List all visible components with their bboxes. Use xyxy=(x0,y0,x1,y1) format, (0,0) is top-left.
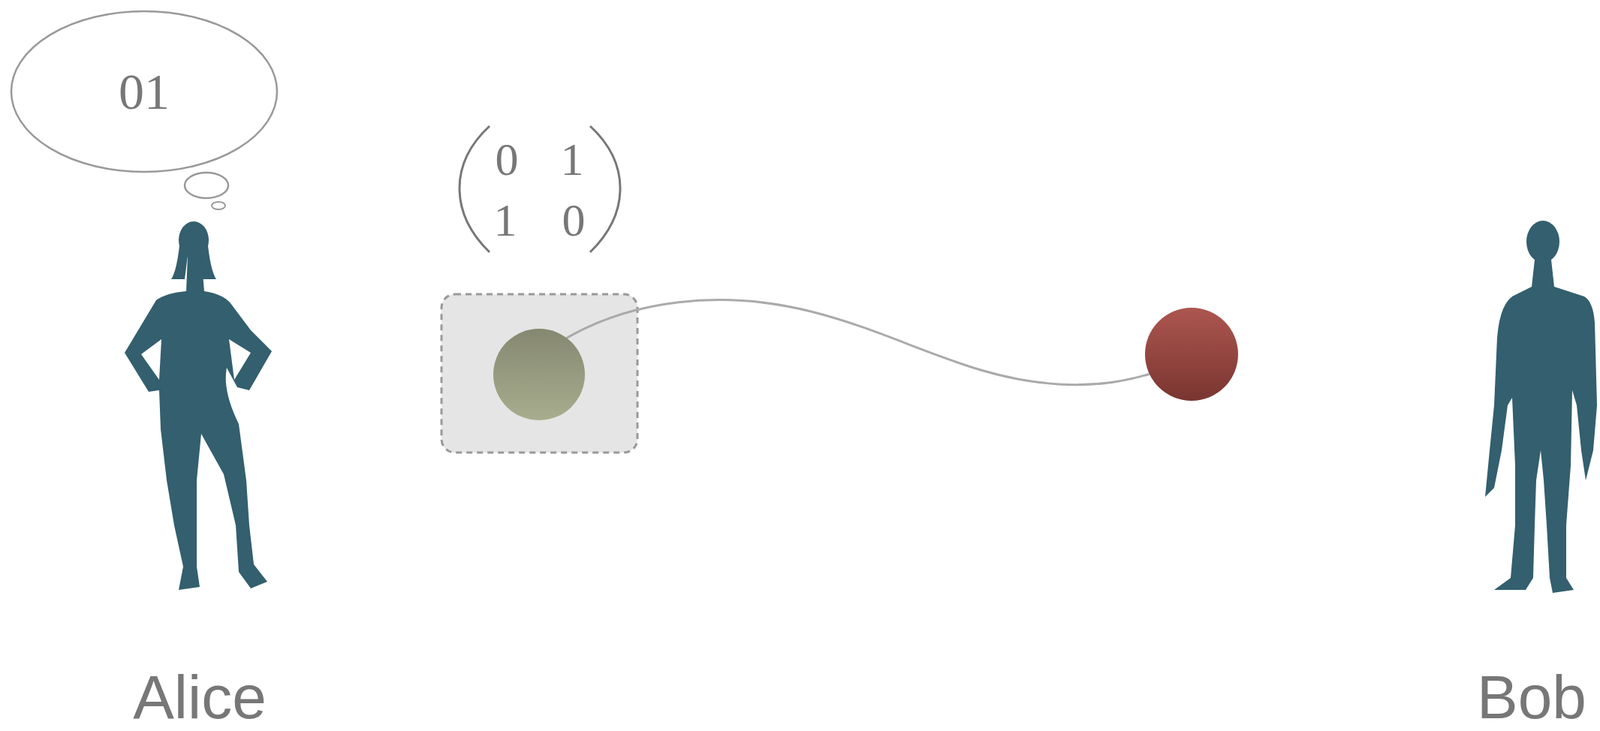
matrix-bracket xyxy=(459,126,490,253)
person-name: Bob xyxy=(1476,666,1587,729)
thought-bubble: 01 xyxy=(9,9,279,174)
thought-dot xyxy=(211,201,226,210)
bubble-ellipse xyxy=(11,11,278,172)
matrix-cell: 0 xyxy=(495,135,519,183)
alice-arm-gap xyxy=(141,339,162,380)
qubit-alice xyxy=(493,328,585,421)
matrix-bracket xyxy=(590,126,621,253)
entanglement-wire xyxy=(564,300,1151,386)
alice-arm-gap xyxy=(229,339,251,380)
matrix-cell: 0 xyxy=(562,196,586,244)
thought-dot xyxy=(184,172,229,199)
alice-figure xyxy=(124,221,272,591)
matrix-cell: 1 xyxy=(494,196,518,244)
qubit-bob xyxy=(1145,307,1239,401)
bit-string: 01 xyxy=(118,66,170,118)
matrix-cell: 1 xyxy=(560,135,585,183)
bob-figure xyxy=(1485,220,1597,594)
person-name: Alice xyxy=(132,666,267,729)
